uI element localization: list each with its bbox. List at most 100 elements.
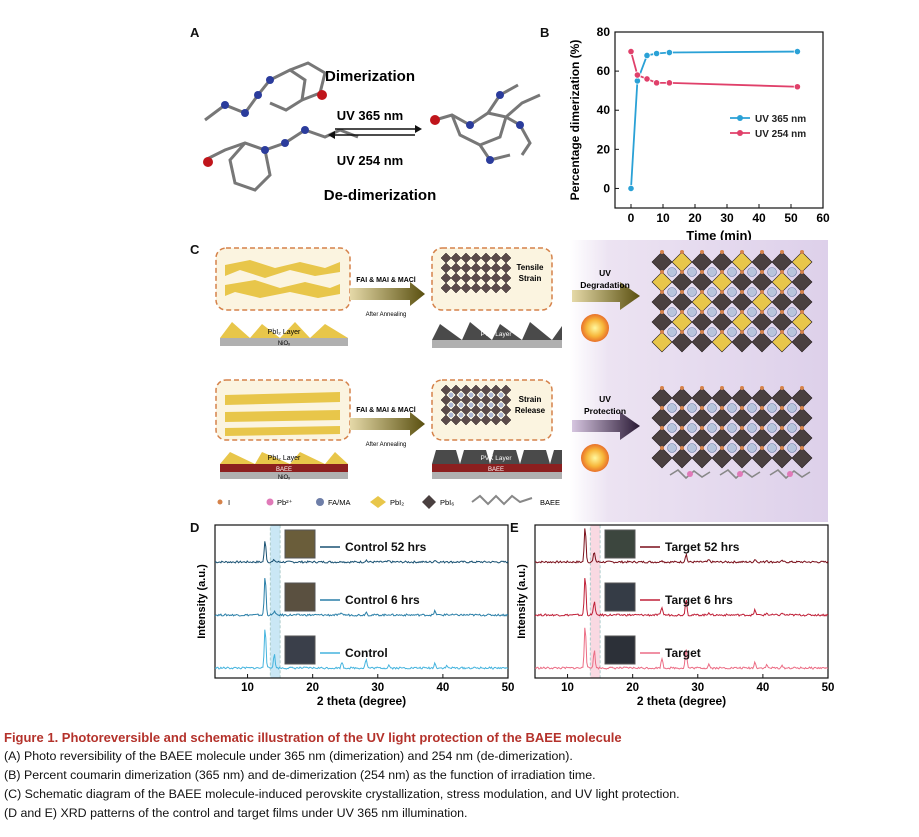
iodide-ion	[700, 386, 704, 390]
fama-cation	[727, 327, 737, 337]
iodide-ion	[740, 290, 744, 294]
x-tick-label: 30	[371, 682, 384, 694]
lattice-octahedron	[671, 447, 693, 469]
nio-substrate-top	[220, 338, 348, 346]
iodide-ion	[700, 270, 704, 274]
fama-cation	[488, 402, 494, 408]
uv-254-label: UV 254 nm	[337, 153, 403, 168]
pbi2-layer-top	[220, 322, 348, 338]
film-photo	[604, 529, 636, 559]
fama-cation	[787, 403, 797, 413]
lattice-octahedron	[691, 447, 713, 469]
fama-cation	[667, 327, 677, 337]
baee-label-mid-bottom: BAEE	[488, 467, 504, 473]
octahedra-bottom	[440, 384, 512, 426]
iodide-ion	[660, 406, 664, 410]
iodide-ion	[800, 290, 804, 294]
iodide-ion	[660, 386, 664, 390]
plot-frame	[614, 31, 824, 209]
trace-label: Control 52 hrs	[345, 540, 427, 554]
dimerization-label: Dimerization	[325, 68, 415, 85]
fama-cation	[488, 412, 494, 418]
trace-label: Target 6 hrs	[665, 593, 733, 607]
iodide-ion	[660, 290, 664, 294]
legend-pb-label: Pb²⁺	[277, 498, 293, 507]
iodide-ion	[700, 250, 704, 254]
iodide-ion	[700, 426, 704, 430]
fama-cation	[687, 423, 697, 433]
de-dimerization-label: De-dimerization	[324, 187, 437, 204]
lattice-octahedron	[751, 447, 773, 469]
iodide-ion	[680, 446, 684, 450]
panel-c-schematic: C PbI₂ Layer NiOₓ FAI & MAI & MACl Afte	[190, 240, 828, 522]
pvk-layer-top	[432, 322, 562, 340]
nio-substrate-bottom	[220, 472, 348, 479]
iodide-ion	[660, 446, 664, 450]
legend-pb-icon	[266, 498, 274, 506]
iodide-ion	[800, 250, 804, 254]
pbi6-octahedron	[440, 282, 452, 294]
iodide-ion	[760, 270, 764, 274]
lattice-octahedron	[771, 447, 793, 469]
fama-cation	[727, 307, 737, 317]
figure-caption: Figure 1. Photoreversible and schematic …	[4, 728, 909, 823]
lattice-octahedron	[731, 331, 753, 353]
iodide-ion	[680, 386, 684, 390]
fama-cation	[767, 423, 777, 433]
iodide-ion	[760, 386, 764, 390]
film-photo	[284, 529, 316, 559]
legend-i-label: I	[228, 498, 230, 507]
annealing-label-bottom: After Annealing	[366, 442, 407, 448]
xrd-trace	[214, 541, 509, 564]
nio-substrate-mid-top	[432, 340, 562, 348]
iodide-ion	[660, 250, 664, 254]
x-tick-label: 20	[626, 682, 639, 694]
data-point	[627, 47, 635, 56]
fama-cation	[767, 443, 777, 453]
iodide-ion	[660, 270, 664, 274]
fama-cation	[478, 402, 484, 408]
x-axis-label: 2 theta (degree)	[317, 694, 406, 708]
iodide-ion	[780, 310, 784, 314]
fama-cation	[458, 412, 464, 418]
forward-arrowhead	[415, 125, 422, 133]
iodide-ion	[680, 250, 684, 254]
iodide-ion	[760, 250, 764, 254]
fama-cation	[707, 327, 717, 337]
iodide-ion	[740, 446, 744, 450]
iodide-ion	[760, 406, 764, 410]
film-photo	[284, 635, 316, 665]
nio-substrate-mid-bottom	[432, 472, 562, 479]
iodide-ion	[660, 310, 664, 314]
fama-cation	[448, 412, 454, 418]
xrd-trace	[534, 627, 829, 670]
fama-cation	[468, 392, 474, 398]
fama-cation	[488, 392, 494, 398]
lattice-octahedron	[731, 447, 753, 469]
xrd-trace	[214, 629, 509, 670]
iodide-ion	[680, 330, 684, 334]
lattice-octahedron	[711, 447, 733, 469]
film-photo	[284, 582, 316, 612]
fama-cation	[747, 423, 757, 433]
iodide-ion	[740, 386, 744, 390]
iodide-ion	[700, 330, 704, 334]
pvk-layer-bottom	[432, 450, 562, 464]
lattice-octahedron	[791, 447, 813, 469]
lattice-octahedron	[651, 447, 673, 469]
protected-lattice	[651, 386, 813, 480]
pbi6-octahedron	[460, 414, 472, 426]
fama-cation	[727, 443, 737, 453]
x-tick-label: 30	[691, 682, 704, 694]
x-tick-label: 10	[656, 211, 670, 225]
fama-cation	[787, 423, 797, 433]
lattice-octahedron	[691, 331, 713, 353]
iodide-ion	[720, 446, 724, 450]
iodide-ion	[720, 330, 724, 334]
iodide-ion	[740, 426, 744, 430]
lattice-octahedron	[791, 331, 813, 353]
trace-label: Control	[345, 646, 388, 660]
